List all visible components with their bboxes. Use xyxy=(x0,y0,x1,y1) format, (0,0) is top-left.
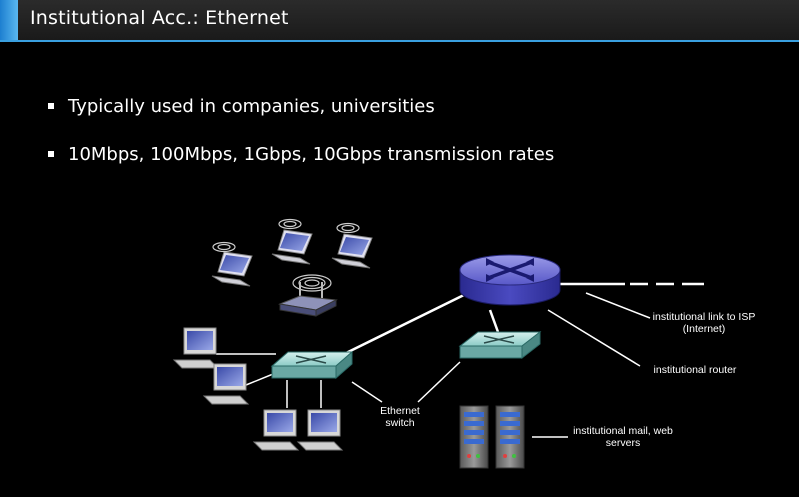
title-accent-bar xyxy=(0,0,18,40)
label-leaders xyxy=(351,292,651,438)
desktop-pc-icon xyxy=(202,363,250,405)
desktop-pc-icon xyxy=(172,327,220,369)
wireless-access-point-icon xyxy=(278,282,338,317)
server-icon xyxy=(495,405,525,469)
isp-link-label: institutional link to ISP (Internet) xyxy=(652,311,756,335)
bullet-list: Typically used in companies, universitie… xyxy=(48,93,554,189)
servers-label: institutional mail, web servers xyxy=(573,425,673,449)
desktop-pc-icon xyxy=(296,409,344,451)
switch-label: Ethernet switch xyxy=(380,405,420,429)
router-icon xyxy=(459,254,561,306)
desktop-pc-icon xyxy=(252,409,300,451)
bullet-marker xyxy=(48,151,54,157)
bullet-text: Typically used in companies, universitie… xyxy=(68,96,435,117)
link-lines xyxy=(216,282,704,408)
laptop-icon xyxy=(211,251,253,287)
laptop-icon xyxy=(331,233,373,269)
server-icon xyxy=(459,405,489,469)
bullet-text: 10Mbps, 100Mbps, 1Gbps, 10Gbps transmiss… xyxy=(68,144,555,165)
router-to-switch2-link xyxy=(488,309,500,333)
bullet-marker xyxy=(48,103,54,109)
ethernet-switch-icon xyxy=(270,350,354,380)
router-label: institutional router xyxy=(653,364,737,376)
title-bar: Institutional Acc.: Ethernet xyxy=(0,0,799,42)
bullet-item: Typically used in companies, universitie… xyxy=(48,93,554,141)
slide-title: Institutional Acc.: Ethernet xyxy=(30,7,289,29)
bullet-item: 10Mbps, 100Mbps, 1Gbps, 10Gbps transmiss… xyxy=(48,141,554,189)
switch-to-router-link xyxy=(339,290,471,358)
server-switch-icon xyxy=(458,330,542,360)
laptop-icon xyxy=(271,229,313,265)
